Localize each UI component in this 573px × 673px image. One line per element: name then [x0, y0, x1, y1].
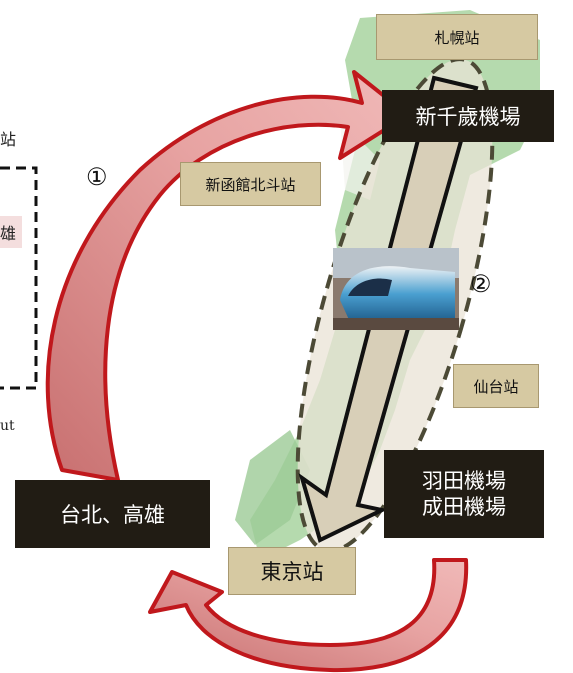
origin-taipei-kaohsiung: 台北、高雄: [15, 480, 210, 548]
station-tokyo: 東京站: [228, 547, 356, 595]
airport-new-chitose: 新千歲機場: [382, 90, 554, 142]
route-number-rail: ②: [470, 270, 492, 298]
shinkansen-photo: [333, 248, 459, 330]
flight-arrow: [45, 70, 410, 482]
station-sendai-label: 仙台站: [473, 377, 519, 396]
airport-haneda-label: 羽田機場: [422, 468, 506, 493]
airport-narita-label: 成田機場: [422, 495, 506, 519]
station-shin-hakodate-label: 新函館北斗站: [205, 175, 296, 194]
return-arrow: [148, 558, 469, 673]
origin-label: 台北、高雄: [60, 503, 165, 527]
airport-new-chitose-label: 新千歲機場: [415, 105, 521, 129]
fragment-bottom: ut: [0, 418, 15, 434]
airport-haneda-narita: 羽田機場 成田機場: [384, 450, 544, 538]
station-sendai: 仙台站: [453, 364, 539, 408]
route-number-flight: ①: [86, 163, 108, 191]
station-sapporo: 札幌站: [376, 14, 538, 60]
station-shin-hakodate: 新函館北斗站: [180, 162, 321, 206]
dashed-frame: [0, 166, 38, 390]
station-sapporo-label: 札幌站: [434, 28, 480, 47]
fragment-top: 站: [0, 130, 17, 149]
fragment-middle: 雄: [0, 216, 23, 248]
station-tokyo-label: 東京站: [260, 560, 324, 584]
